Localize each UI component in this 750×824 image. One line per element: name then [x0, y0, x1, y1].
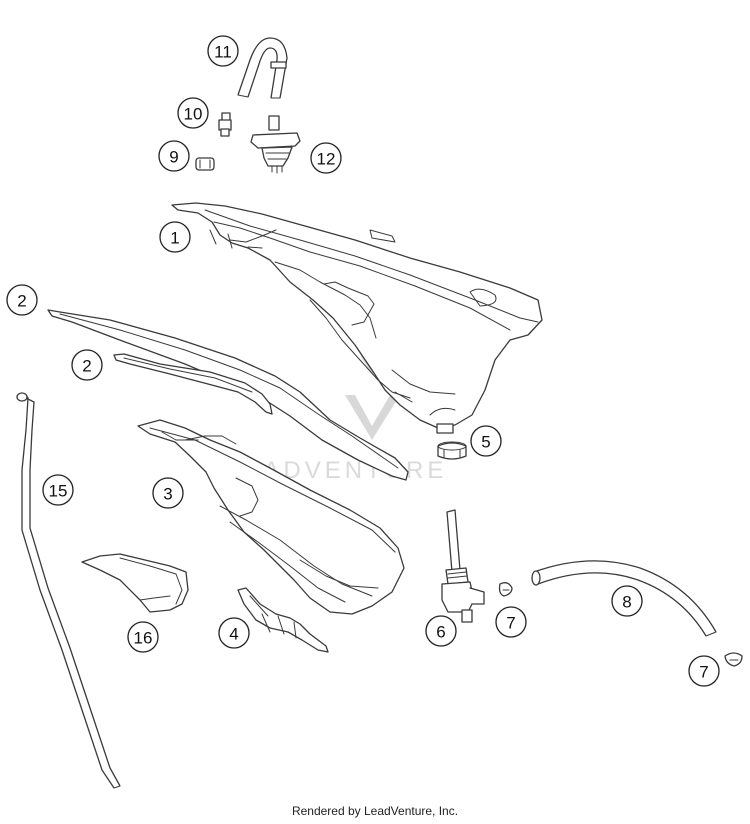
callout-7-upper: 7	[495, 606, 527, 638]
part-10-fitting	[218, 112, 232, 137]
callout-16: 16	[127, 621, 159, 653]
callout-7-lower: 7	[688, 655, 720, 687]
part-6-fuel-tap	[441, 509, 485, 623]
callout-1-label: 1	[170, 229, 179, 248]
callout-7-upper-label: 7	[506, 614, 515, 633]
callout-2-lower-label: 2	[82, 357, 91, 376]
callout-2-lower: 2	[71, 349, 103, 381]
callout-15-label: 15	[49, 482, 68, 501]
callout-4-label: 4	[229, 625, 238, 644]
part-11-vent-hose	[237, 37, 288, 99]
rendered-by-footer: Rendered by LeadVenture, Inc.	[291, 804, 459, 818]
callout-12: 12	[310, 142, 342, 174]
part-15-drain-hose	[16, 392, 121, 789]
callout-12-label: 12	[317, 150, 336, 169]
callout-6-label: 6	[436, 623, 445, 642]
part-7-clamp-lower	[724, 652, 743, 667]
part-5-filler-ring	[437, 441, 467, 460]
watermark-logo	[345, 395, 400, 440]
parts-diagram: LEADVENTURE	[6, 35, 743, 789]
callout-15: 15	[42, 474, 74, 506]
callout-7-lower-label: 7	[699, 663, 708, 682]
callout-11: 11	[207, 35, 239, 67]
callout-8: 8	[611, 585, 643, 617]
part-9-grommet	[195, 157, 215, 171]
part-12-fuel-cap	[250, 115, 301, 174]
callout-11-label: 11	[214, 43, 232, 62]
part-16-side-pad	[81, 553, 189, 613]
part-3-tank-lower	[137, 419, 405, 615]
callout-5: 5	[470, 425, 502, 457]
part-7-clamp-upper	[498, 582, 513, 597]
callout-9-label: 9	[169, 148, 178, 167]
callout-3-label: 3	[163, 485, 172, 504]
part-2-trim-strip-upper	[47, 309, 409, 481]
part-4-bracket	[237, 587, 329, 653]
callout-10: 10	[177, 97, 209, 129]
part-1-fuel-tank	[171, 202, 543, 434]
callout-6: 6	[425, 615, 457, 647]
callout-9: 9	[158, 140, 190, 172]
callout-3: 3	[152, 477, 184, 509]
part-2-trim-strip-lower	[113, 353, 273, 415]
callout-2-upper: 2	[6, 284, 38, 316]
part-8-fuel-hose	[531, 560, 717, 637]
callout-1: 1	[159, 221, 191, 253]
callout-5-label: 5	[481, 433, 490, 452]
callout-4: 4	[218, 617, 250, 649]
callout-8-label: 8	[622, 593, 631, 612]
callout-10-label: 10	[184, 105, 203, 124]
callout-16-label: 16	[134, 629, 153, 648]
callout-2-upper-label: 2	[17, 292, 26, 311]
